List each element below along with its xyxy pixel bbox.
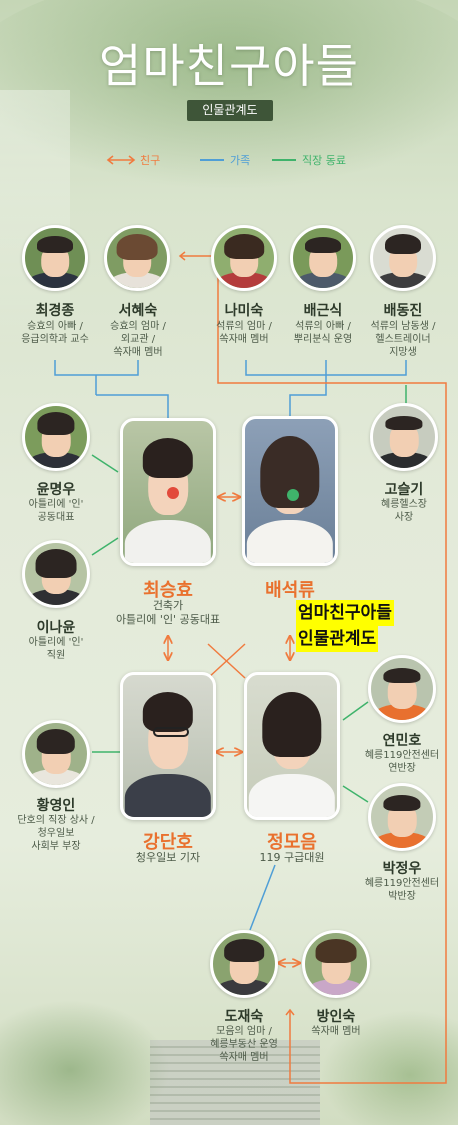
desc-seo-hyesuk: 승효의 엄마 /외교관 /쏙자매 멤버 bbox=[110, 321, 166, 358]
desc-choi-kyungjong: 승효의 아빠 /응급의학과 교수 bbox=[21, 321, 89, 345]
overlay-title: 엄마친구아들 인물관계도 bbox=[296, 600, 394, 652]
legend-coworker-label: 직장 동료 bbox=[302, 154, 346, 167]
legend-friend-line bbox=[106, 155, 136, 165]
avatar-hwang-youngin bbox=[22, 720, 90, 788]
name-bae-geunsik: 배근식 bbox=[303, 303, 343, 319]
background-foliage bbox=[0, 1000, 170, 1125]
name-bae-seokryu: 배석류 bbox=[265, 580, 315, 601]
avatar-bae-dongjin bbox=[370, 225, 436, 291]
line-sukja-arrow-top bbox=[178, 251, 186, 261]
page-subtitle: 인물관계도 bbox=[187, 100, 273, 121]
line-minho-moeum bbox=[342, 701, 369, 721]
line-to-seunghyo bbox=[96, 394, 169, 418]
name-bae-dongjin: 배동진 bbox=[383, 303, 423, 319]
avatar-na-misuk bbox=[211, 225, 277, 291]
desc-kang-danho: 청우일보 기자 bbox=[135, 851, 201, 864]
line-nayoon-seunghyo bbox=[91, 537, 119, 556]
legend-coworker-line bbox=[272, 159, 296, 161]
portrait-jung-moeum bbox=[244, 672, 340, 820]
name-do-jaesuk: 도재숙 bbox=[224, 1009, 264, 1025]
lollipop-icon bbox=[287, 489, 299, 501]
portrait-choi-seunghyo bbox=[120, 418, 216, 566]
name-bang-insuk: 방인숙 bbox=[316, 1009, 356, 1025]
line-seunghyo-parents bbox=[54, 360, 139, 376]
legend-family-label: 가족 bbox=[230, 154, 251, 167]
name-jung-moeum: 정모음 bbox=[267, 832, 317, 853]
name-hwang-youngin: 황영인 bbox=[36, 798, 76, 814]
name-lee-nayoon: 이나윤 bbox=[36, 620, 76, 636]
desc-lee-nayoon: 아틀리에 '인'직원 bbox=[28, 637, 84, 661]
line-cross-b bbox=[207, 643, 246, 679]
avatar-bae-geunsik bbox=[290, 225, 356, 291]
legend-friend-label: 친구 bbox=[140, 154, 161, 167]
lollipop-icon bbox=[167, 487, 179, 499]
name-kang-danho: 강단호 bbox=[143, 832, 193, 853]
avatar-lee-nayoon bbox=[22, 540, 90, 608]
avatar-seo-hyesuk bbox=[104, 225, 170, 291]
avatar-yoon-myungwoo bbox=[22, 403, 90, 471]
name-yoon-myungwoo: 윤명우 bbox=[36, 482, 76, 498]
desc-yoon-myungwoo: 아틀리에 '인'공동대표 bbox=[28, 499, 84, 523]
name-na-misuk: 나미숙 bbox=[224, 303, 264, 319]
name-seo-hyesuk: 서혜숙 bbox=[118, 303, 158, 319]
desc-na-misuk: 석류의 엄마 /쏙자매 멤버 bbox=[216, 321, 272, 345]
desc-bae-geunsik: 석류의 아빠 /뿌리분식 운영 bbox=[293, 321, 353, 345]
legend-family-line bbox=[200, 159, 224, 161]
name-yeon-minho: 연민호 bbox=[382, 733, 422, 749]
avatar-yeon-minho bbox=[368, 655, 436, 723]
overlay-line-1: 엄마친구아들 bbox=[296, 600, 394, 626]
name-choi-kyungjong: 최경종 bbox=[35, 303, 75, 319]
avatar-go-seulgi bbox=[370, 403, 438, 471]
avatar-do-jaesuk bbox=[210, 930, 278, 998]
glasses-icon bbox=[153, 727, 189, 737]
line-sukja-arrow-bottom bbox=[285, 1008, 295, 1016]
avatar-park-jungwoo bbox=[368, 783, 436, 851]
page-title: 엄마친구아들 bbox=[99, 39, 359, 93]
avatar-choi-kyungjong bbox=[22, 225, 88, 291]
line-jungwoo-moeum bbox=[342, 785, 369, 803]
portrait-kang-danho bbox=[120, 672, 216, 820]
overlay-line-2: 인물관계도 bbox=[296, 626, 379, 652]
name-go-seulgi: 고슬기 bbox=[384, 482, 424, 498]
name-park-jungwoo: 박정우 bbox=[382, 861, 422, 877]
portrait-bae-seokryu bbox=[242, 416, 338, 566]
avatar-bang-insuk bbox=[302, 930, 370, 998]
line-to-seokryu bbox=[289, 375, 327, 416]
desc-jung-moeum: 119 구급대원 bbox=[259, 851, 325, 864]
line-myungwoo-seunghyo bbox=[91, 454, 119, 473]
name-choi-seunghyo: 최승효 bbox=[143, 580, 193, 601]
background-building bbox=[0, 90, 70, 350]
line-moeum-mother bbox=[249, 864, 276, 931]
background-trees bbox=[0, 0, 458, 190]
desc-bang-insuk: 쏙자매 멤버 bbox=[311, 1026, 361, 1037]
